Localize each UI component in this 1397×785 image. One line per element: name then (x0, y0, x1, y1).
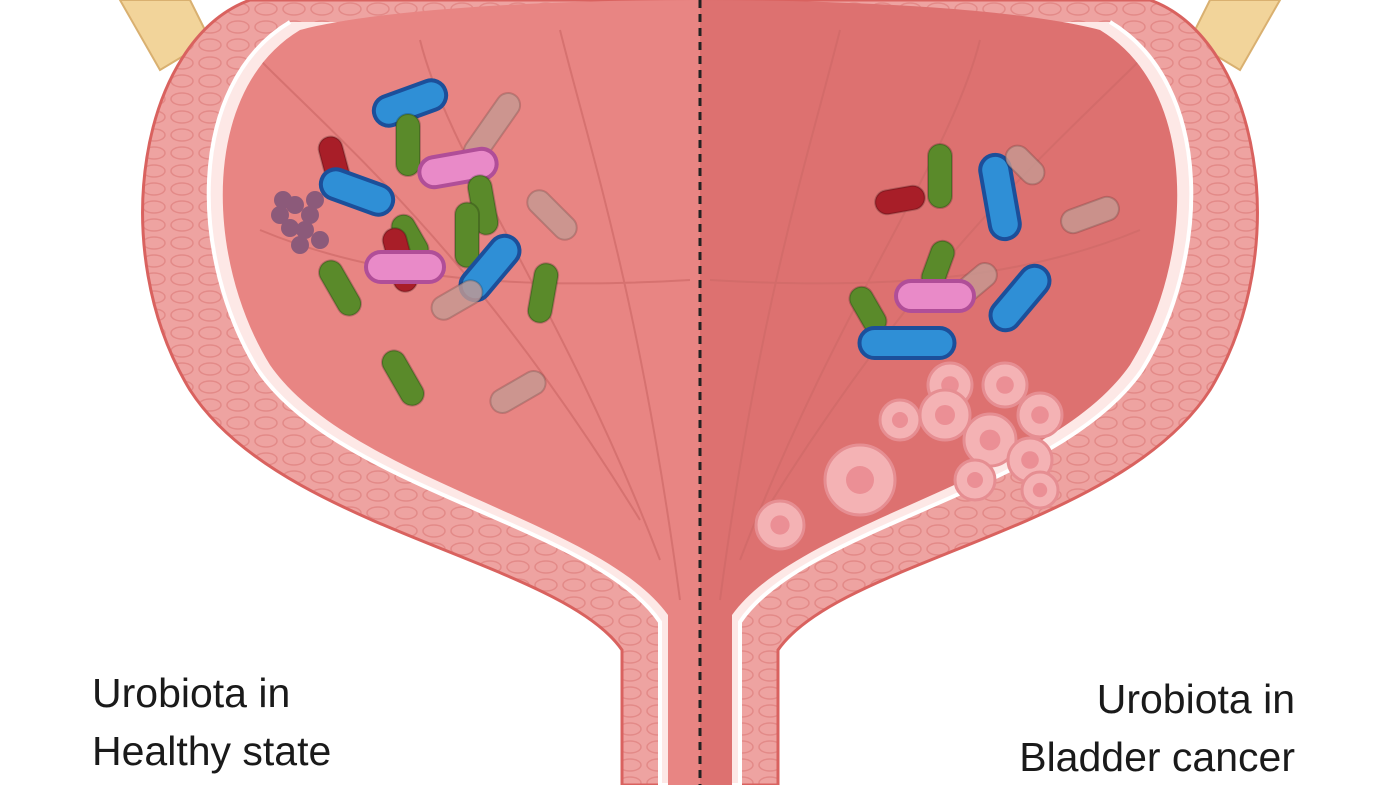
cocci-cluster (291, 236, 309, 254)
tumor-cell-nucleus (996, 376, 1014, 394)
tumor-cell-nucleus (1031, 406, 1049, 424)
cocci-cluster (271, 206, 289, 224)
bacterium (454, 201, 480, 269)
bacterium (927, 143, 953, 209)
bacterium (988, 263, 1052, 333)
bacterium (318, 259, 362, 317)
bacterium (381, 349, 425, 407)
bacterium (874, 184, 926, 216)
bacterium (430, 279, 484, 321)
bacterium (526, 262, 560, 324)
bacterium (395, 113, 421, 177)
bacterium (364, 250, 446, 284)
healthy-label-line1: Urobiota in (92, 670, 291, 716)
tumor-cell-nucleus (979, 429, 1001, 451)
bacterium (1060, 195, 1120, 235)
tumor-cell-nucleus (935, 405, 955, 425)
bacterium (489, 370, 547, 414)
bacterium (1004, 144, 1046, 186)
tumor-cell-nucleus (1032, 482, 1048, 498)
healthy-label-line2: Healthy state (92, 728, 332, 774)
cocci-cluster (281, 219, 299, 237)
tumor-cell-nucleus (1021, 451, 1039, 469)
tumor-cell-nucleus (967, 472, 983, 488)
bacterium (318, 167, 396, 217)
healthy-state-label: Urobiota in Healthy state (92, 664, 331, 780)
cancer-label-line1: Urobiota in (1096, 676, 1295, 722)
cancer-label-line2: Bladder cancer (1019, 734, 1295, 780)
tumor-cell-nucleus (770, 515, 790, 535)
bacterium (894, 279, 976, 313)
bladder-cancer-label: Urobiota in Bladder cancer (1019, 670, 1295, 785)
cocci-cluster (311, 231, 329, 249)
bacterium (978, 152, 1022, 242)
cocci-cluster (301, 206, 319, 224)
cocci-cluster (306, 191, 324, 209)
tumor-cell-nucleus (846, 466, 874, 494)
cocci-cluster (296, 221, 314, 239)
lumen-cancer (700, 0, 1178, 785)
bacterium (526, 189, 578, 241)
bacterium (857, 326, 957, 360)
cocci-cluster (274, 191, 292, 209)
tumor-cell-nucleus (892, 412, 908, 428)
